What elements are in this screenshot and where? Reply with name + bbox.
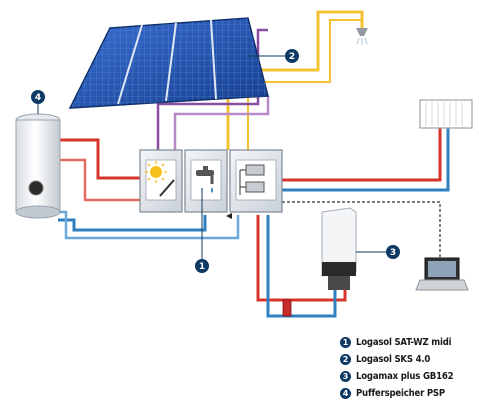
data-cable [282,201,441,258]
legend-label: Pufferspeicher PSP [356,388,445,399]
storage-tank [15,113,61,219]
callout-badge-3: 3 [386,245,400,259]
legend-number-badge: 1 [340,337,351,348]
cold-pipe-tank [58,215,207,232]
tank-gauge [28,180,44,196]
svg-text:2: 2 [289,52,295,62]
hot-pipe-radiator [282,124,455,182]
legend-item: 2 Logasol SKS 4.0 [340,352,476,367]
gas-boiler [321,207,357,290]
shower-icon [356,28,368,45]
solar-station-module [139,149,183,213]
legend: 1 Logasol SAT-WZ midi 2 Logasol SKS 4.0 … [340,335,476,403]
radiator-icon [419,99,473,129]
solar-collector-array [68,17,269,109]
legend-number-badge: 2 [340,354,351,365]
heating-control-module [229,149,283,213]
callout-badge-2: 2 [285,49,299,63]
hot-pipe-tank-mid [58,158,140,202]
legend-item: 4 Pufferspeicher PSP [340,386,476,401]
laptop-icon [415,257,469,291]
legend-number-badge: 3 [340,371,351,382]
pump-icon [282,299,292,317]
svg-text:4: 4 [35,93,41,103]
svg-text:1: 1 [199,262,205,272]
pipes [58,10,455,318]
callout-leaders [37,55,386,260]
hot-water-station-module [184,149,228,213]
cold-pipe-tank-2 [58,210,240,240]
sun-icon [145,161,175,197]
legend-label: Logamax plus GB162 [356,371,454,382]
callout-badge-4: 4 [31,90,45,104]
legend-label: Logasol SAT-WZ midi [356,337,452,348]
legend-number-badge: 4 [340,388,351,399]
cold-pipe-radiator [282,126,450,192]
legend-label: Logasol SKS 4.0 [356,354,431,365]
svg-text:3: 3 [390,248,396,258]
solar-pipe-flow [156,28,268,150]
solar-pipe-return [173,96,270,150]
legend-item: 1 Logasol SAT-WZ midi [340,335,476,350]
hot-pipe-tank-top [58,138,140,180]
cold-pipe-boiler [266,215,337,318]
callout-badge-1: 1 [195,259,209,273]
legend-item: 3 Logamax plus GB162 [340,369,476,384]
tap-icon [196,166,214,193]
